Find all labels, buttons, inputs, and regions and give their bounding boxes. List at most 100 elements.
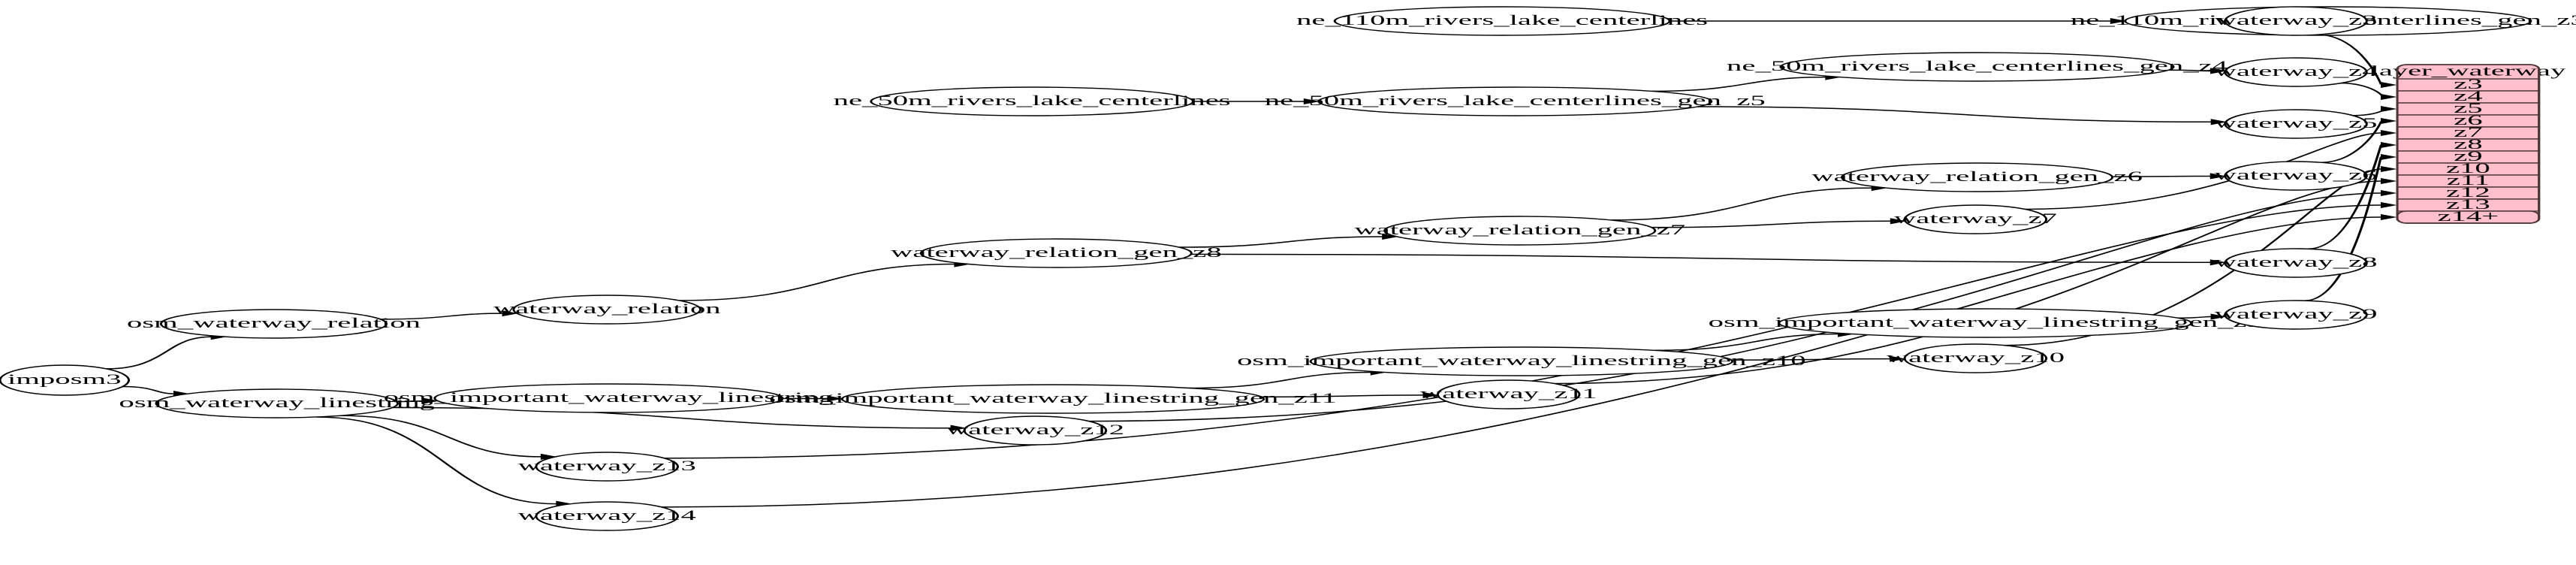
graph-node-ne-50m-rivers-lake-centerlines-gen-z5[interactable]: ne_50m_rivers_lake_centerlines_gen_z5 bbox=[1265, 86, 1766, 116]
graph-node-waterway-z4[interactable]: waterway_z4 bbox=[2214, 57, 2378, 87]
node-ellipse bbox=[840, 384, 1265, 414]
graph-node-waterway-relation-gen-z6[interactable]: waterway_relation_gen_z6 bbox=[1811, 162, 2143, 192]
graph-edge bbox=[2177, 316, 2212, 319]
edge-arrowhead bbox=[2380, 93, 2397, 101]
node-label: ne_50m_rivers_lake_centerlines bbox=[834, 92, 1231, 108]
graph-node-waterway-z14[interactable]: waterway_z14 bbox=[518, 501, 697, 531]
graph-node-waterway-z11[interactable]: waterway_z11 bbox=[1420, 379, 1597, 409]
node-ellipse bbox=[2224, 57, 2368, 87]
node-ellipse bbox=[159, 309, 388, 339]
graph-node-osm-waterway-relation[interactable]: osm_waterway_relation bbox=[127, 309, 421, 339]
node-label: waterway_z3 bbox=[2214, 12, 2377, 28]
edge-arrowhead bbox=[2380, 141, 2397, 149]
graph-node-waterway-z13[interactable]: waterway_z13 bbox=[518, 452, 696, 482]
edge-arrowhead bbox=[2380, 201, 2397, 209]
graph-edge bbox=[316, 416, 557, 505]
graph-node-waterway-z10[interactable]: waterway_z10 bbox=[1887, 343, 2065, 373]
node-ellipse bbox=[1317, 86, 1713, 116]
node-ellipse bbox=[1333, 6, 1671, 36]
node-ellipse bbox=[1779, 52, 2175, 82]
edge-arrowhead bbox=[2380, 177, 2397, 185]
node-ellipse bbox=[870, 86, 1195, 116]
graph-edge bbox=[2320, 120, 2383, 163]
node-label: osm_waterway_linestring bbox=[119, 394, 435, 410]
graph-node-osm-important-waterway-linestring[interactable]: osm_important_waterway_linestring bbox=[384, 383, 834, 413]
node-label: imposm3 bbox=[8, 371, 122, 387]
node-label: waterway_z7 bbox=[1894, 210, 2057, 226]
edge-arrowhead bbox=[2380, 189, 2397, 197]
table-row-label: z5 bbox=[2454, 100, 2482, 116]
graph-node-waterway-z6[interactable]: waterway_z6 bbox=[2214, 161, 2378, 191]
graph-edge bbox=[1261, 394, 1424, 397]
node-label: waterway_z10 bbox=[1887, 349, 2065, 365]
graph-edge bbox=[1610, 187, 1872, 221]
table-row-label: z8 bbox=[2454, 136, 2482, 152]
node-ellipse bbox=[1903, 343, 2048, 373]
node-ellipse bbox=[919, 238, 1193, 268]
graph-edge bbox=[397, 400, 424, 403]
node-ellipse bbox=[2224, 248, 2368, 278]
graph-edge bbox=[679, 263, 955, 301]
node-label: waterway_z8 bbox=[2214, 254, 2377, 270]
graph-node-ne-50m-rivers-lake-centerlines-gen-z4[interactable]: ne_50m_rivers_lake_centerlines_gen_z4 bbox=[1727, 52, 2228, 82]
nodes-layer: imposm3 osm_waterway_relation osm_waterway… bbox=[0, 6, 2576, 531]
table-row-label: z12 bbox=[2446, 184, 2490, 200]
edge-arrowhead bbox=[950, 425, 967, 431]
graph-edge bbox=[122, 385, 174, 394]
node-ellipse bbox=[1778, 308, 2193, 338]
graph-node-waterway-z8[interactable]: waterway_z8 bbox=[2214, 248, 2378, 278]
node-label: osm_waterway_relation bbox=[127, 315, 421, 331]
table-row-label: z13 bbox=[2446, 196, 2490, 212]
table-row-label: z11 bbox=[2447, 172, 2490, 188]
node-label: waterway_relation_gen_z8 bbox=[891, 244, 1222, 260]
node-ellipse bbox=[2224, 6, 2368, 36]
node-label: waterway_z5 bbox=[2214, 115, 2377, 131]
edge-arrowhead bbox=[2380, 81, 2397, 89]
graph-edge bbox=[2340, 82, 2384, 98]
graph-node-waterway-relation-gen-z7[interactable]: waterway_relation_gen_z7 bbox=[1354, 216, 1685, 246]
table-row-label: z9 bbox=[2454, 148, 2482, 164]
node-label: ne_50m_rivers_lake_centerlines_gen_z5 bbox=[1265, 92, 1766, 108]
table-row-label: z10 bbox=[2446, 160, 2490, 176]
graph-edge bbox=[2112, 175, 2211, 177]
table-row-label: z3 bbox=[2454, 76, 2482, 92]
graph-node-waterway-z5[interactable]: waterway_z5 bbox=[2214, 109, 2378, 139]
edge-arrowhead bbox=[2380, 153, 2397, 161]
node-ellipse bbox=[963, 415, 1108, 446]
node-label: osm_important_waterway_linestring bbox=[384, 389, 834, 405]
graph-node-waterway-relation-gen-z8[interactable]: waterway_relation_gen_z8 bbox=[891, 238, 1222, 268]
edge-arrowhead bbox=[827, 395, 844, 402]
graph-node-waterway-z9[interactable]: waterway_z9 bbox=[2214, 300, 2378, 330]
edge-arrowhead bbox=[2210, 313, 2228, 320]
graph-node-osm-waterway-linestring[interactable]: osm_waterway_linestring bbox=[119, 388, 435, 418]
node-ellipse bbox=[0, 364, 130, 396]
graph-node-waterway-z3[interactable]: waterway_z3 bbox=[2214, 6, 2378, 36]
node-ellipse bbox=[1383, 216, 1657, 246]
node-label: waterway_relation bbox=[493, 301, 721, 316]
graph-edge bbox=[1697, 106, 2212, 123]
graph-node-waterway-z7[interactable]: waterway_z7 bbox=[1894, 204, 2057, 234]
table-title: layer_waterway bbox=[2370, 63, 2565, 79]
node-label: waterway_z6 bbox=[2214, 167, 2377, 183]
edge-arrowhead bbox=[2210, 119, 2228, 125]
edge-arrowhead bbox=[2210, 68, 2227, 74]
graph-node-osm-important-waterway-linestring-gen-z11[interactable]: osm_important_waterway_linestring_gen_z1… bbox=[769, 384, 1337, 414]
graph-node-waterway-relation[interactable]: waterway_relation bbox=[493, 295, 721, 325]
graph-edge bbox=[1651, 220, 1891, 228]
graph-node-ne-110m-rivers-lake-centerlines[interactable]: ne_110m_rivers_lake_centerlines bbox=[1296, 6, 1708, 36]
graph-node-osm-important-waterway-linestring-gen-z10[interactable]: osm_important_waterway_linestring_gen_z1… bbox=[1237, 346, 1806, 376]
graph-edge bbox=[2304, 156, 2383, 301]
graph-edge bbox=[1731, 358, 1890, 361]
graph-node-ne-50m-rivers-lake-centerlines[interactable]: ne_50m_rivers_lake_centerlines bbox=[834, 86, 1231, 116]
graph-node-imposm3[interactable]: imposm3 bbox=[0, 364, 130, 396]
graph-node-waterway-z12[interactable]: waterway_z12 bbox=[946, 415, 1124, 446]
table-row-label: z6 bbox=[2454, 112, 2482, 128]
edge-arrowhead bbox=[1303, 98, 1320, 105]
graph-edge bbox=[1651, 76, 1826, 92]
node-label: waterway_relation_gen_z6 bbox=[1811, 168, 2143, 184]
graph-node-osm-important-waterway-linestring-gen-z9[interactable]: osm_important_waterway_linestring_gen_z9 bbox=[1709, 308, 2262, 338]
graph-edge bbox=[1178, 236, 1383, 248]
node-ellipse bbox=[535, 501, 680, 531]
